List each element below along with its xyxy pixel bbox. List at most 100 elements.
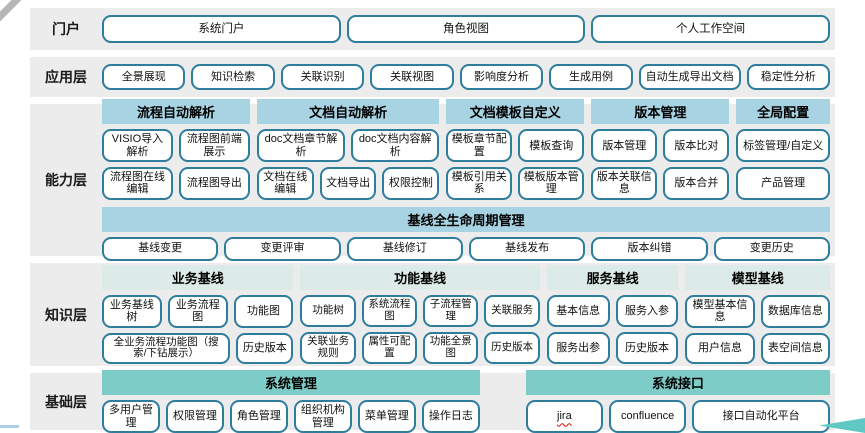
pill-button[interactable]: 功能图 bbox=[233, 294, 294, 328]
pill-button[interactable]: 模板查询 bbox=[518, 129, 585, 162]
group-header: 版本管理 bbox=[591, 99, 730, 125]
group-header: 文档自动解析 bbox=[256, 99, 440, 125]
pill-button[interactable]: 数据库信息 bbox=[760, 294, 830, 328]
pill-button[interactable]: 版本管理 bbox=[591, 129, 658, 162]
pill-button[interactable]: 文档导出 bbox=[319, 167, 377, 200]
group-header: 功能基线 bbox=[300, 264, 540, 290]
knowledge-groups-row: 业务基线 业务基线树业务流程图功能图 全业务流程功能图（搜索/下钻展示）历史版本… bbox=[102, 264, 830, 365]
group-function-baseline: 功能基线 功能树系统流程图子流程管理关联服务 关联业务规则属性可配置功能全景图历… bbox=[300, 264, 540, 365]
pill-button[interactable]: 变更历史 bbox=[713, 236, 830, 261]
group-model-baseline: 模型基线 模型基本信息数据库信息 用户信息表空间信息 bbox=[685, 264, 830, 365]
pill-button[interactable]: doc文档内容解析 bbox=[351, 129, 440, 162]
pill-button[interactable]: 变更评审 bbox=[224, 236, 341, 261]
group-header: 业务基线 bbox=[102, 264, 294, 290]
layer-capability: 能力层 流程自动解析 VISIO导入解析流程图前端展示 流程图在线编辑流程图导出… bbox=[30, 99, 835, 261]
pill-button[interactable]: 流程图前端展示 bbox=[178, 129, 250, 162]
pill-button[interactable]: 权限管理 bbox=[165, 400, 224, 433]
pill-button[interactable]: 服务出参 bbox=[546, 332, 610, 365]
pill-row: VISIO导入解析流程图前端展示 bbox=[102, 129, 250, 162]
pill-button[interactable]: 文档在线编辑 bbox=[256, 167, 314, 200]
group-system-management: 系统管理 多用户管理权限管理角色管理组织机构管理菜单管理操作日志 bbox=[102, 370, 480, 433]
group-header: 文档模板自定义 bbox=[446, 99, 585, 125]
pill-button[interactable]: 历史版本 bbox=[484, 332, 540, 365]
pill-button[interactable]: 模型基本信息 bbox=[685, 294, 755, 328]
pill-button[interactable]: 版本关联信息 bbox=[591, 167, 658, 200]
pill-button[interactable]: 用户信息 bbox=[685, 332, 755, 365]
pill-button[interactable]: 基线修订 bbox=[346, 236, 463, 261]
pill-button[interactable]: 全业务流程功能图（搜索/下钻展示） bbox=[102, 332, 231, 365]
pill-button[interactable]: 版本比对 bbox=[663, 129, 730, 162]
pill-button[interactable]: 业务流程图 bbox=[167, 294, 228, 328]
pill-button[interactable]: 角色管理 bbox=[229, 400, 288, 433]
pill-button[interactable]: 模板引用关系 bbox=[446, 167, 513, 200]
baseline-buttons-row: 基线变更变更评审基线修订基线发布版本纠错变更历史 bbox=[102, 236, 830, 261]
pill-button[interactable]: 版本合并 bbox=[663, 167, 730, 200]
pill-button[interactable]: 系统门户 bbox=[102, 15, 341, 43]
pill-button[interactable]: 版本纠错 bbox=[591, 236, 708, 261]
pill-button[interactable]: 角色视图 bbox=[346, 15, 586, 43]
pill-button[interactable]: 子流程管理 bbox=[423, 294, 479, 327]
pill-button[interactable]: 模板章节配置 bbox=[446, 129, 513, 162]
pill-button[interactable]: 个人工作空间 bbox=[591, 15, 831, 43]
group-service-baseline: 服务基线 基本信息服务入参 服务出参历史版本 bbox=[546, 264, 679, 365]
pill-button[interactable]: 知识检索 bbox=[191, 64, 275, 90]
pill-button[interactable]: 关联识别 bbox=[280, 64, 365, 90]
pill-button[interactable]: 关联业务规则 bbox=[300, 332, 356, 365]
pill-button[interactable]: 系统流程图 bbox=[361, 294, 418, 327]
pill-button[interactable]: 影响度分析 bbox=[459, 64, 544, 90]
pill-button[interactable]: VISIO导入解析 bbox=[102, 129, 173, 162]
pill-button[interactable]: 产品管理 bbox=[736, 167, 830, 200]
pill-button[interactable]: 标签管理/自定义 bbox=[736, 129, 830, 162]
pill-button[interactable]: 功能树 bbox=[300, 294, 356, 327]
pill-button[interactable]: 流程图导出 bbox=[178, 167, 250, 200]
layer-label-base: 基础层 bbox=[45, 393, 87, 410]
group-business-baseline: 业务基线 业务基线树业务流程图功能图 全业务流程功能图（搜索/下钻展示）历史版本 bbox=[102, 264, 294, 365]
pill-button[interactable]: 基线变更 bbox=[102, 236, 219, 261]
layer-label-knowledge: 知识层 bbox=[45, 306, 87, 323]
layer-label-portal: 门户 bbox=[52, 21, 80, 37]
pill-button[interactable]: 菜单管理 bbox=[357, 400, 416, 433]
pill-button[interactable]: 业务基线树 bbox=[102, 294, 162, 328]
pill-button[interactable]: jira bbox=[525, 400, 603, 433]
pill-button[interactable]: 生成用例 bbox=[549, 64, 633, 90]
baseline-lifecycle-header: 基线全生命周期管理 bbox=[102, 206, 830, 232]
pill-button[interactable]: 功能全景图 bbox=[423, 332, 479, 365]
pill-button[interactable]: 关联服务 bbox=[484, 294, 540, 327]
group-header: 系统接口 bbox=[525, 370, 830, 396]
pill-row: 版本关联信息版本合并 bbox=[591, 167, 730, 200]
pill-button[interactable]: 接口自动化平台 bbox=[692, 400, 830, 433]
base-groups-row: 系统管理 多用户管理权限管理角色管理组织机构管理菜单管理操作日志 系统接口 ji… bbox=[102, 370, 830, 433]
pill-button[interactable]: 服务入参 bbox=[615, 294, 679, 327]
pill-button[interactable]: 全景展现 bbox=[102, 64, 186, 90]
pill-button[interactable]: doc文档章节解析 bbox=[256, 129, 346, 162]
pill-button[interactable]: 关联视图 bbox=[370, 64, 454, 90]
pill-button[interactable]: confluence bbox=[609, 400, 687, 433]
pill-button[interactable]: 表空间信息 bbox=[760, 332, 830, 365]
pill-row: 产品管理 bbox=[736, 167, 830, 200]
layer-portal: 门户 系统门户角色视图个人工作空间 bbox=[30, 8, 835, 50]
layer-label-application: 应用层 bbox=[45, 69, 87, 85]
pill-button[interactable]: 组织机构管理 bbox=[293, 400, 352, 433]
pill-button[interactable]: 基本信息 bbox=[546, 294, 610, 327]
pill-button[interactable]: 历史版本 bbox=[615, 332, 679, 365]
pill-button[interactable]: 稳定性分析 bbox=[746, 64, 830, 90]
pill-button[interactable]: 基线发布 bbox=[468, 236, 586, 261]
group-version-management: 版本管理 版本管理版本比对 版本关联信息版本合并 bbox=[591, 99, 730, 200]
group-doc-template-custom: 文档模板自定义 模板章节配置模板查询 模板引用关系模板版本管理 bbox=[446, 99, 585, 200]
group-header: 模型基线 bbox=[685, 264, 830, 290]
pill-button[interactable]: 自动生成导出文档 bbox=[638, 64, 741, 90]
application-buttons-row: 全景展现知识检索关联识别关联视图影响度分析生成用例自动生成导出文档稳定性分析 bbox=[102, 64, 830, 90]
pill-button[interactable]: 属性可配置 bbox=[361, 332, 418, 365]
portal-buttons-row: 系统门户角色视图个人工作空间 bbox=[102, 15, 831, 43]
pill-button[interactable]: 流程图在线编辑 bbox=[102, 167, 173, 200]
pill-button[interactable]: 历史版本 bbox=[236, 332, 294, 365]
group-header: 流程自动解析 bbox=[102, 99, 250, 125]
group-global-config: 全局配置 标签管理/自定义 产品管理 bbox=[736, 99, 830, 200]
pill-button[interactable]: 多用户管理 bbox=[102, 400, 160, 433]
layer-base: 基础层 系统管理 多用户管理权限管理角色管理组织机构管理菜单管理操作日志 系统接… bbox=[30, 370, 835, 433]
pill-button[interactable]: 模板版本管理 bbox=[518, 167, 585, 200]
pill-button[interactable]: 权限控制 bbox=[382, 167, 440, 200]
pill-row: 服务出参历史版本 bbox=[546, 332, 679, 365]
pill-button[interactable]: 操作日志 bbox=[421, 400, 480, 433]
